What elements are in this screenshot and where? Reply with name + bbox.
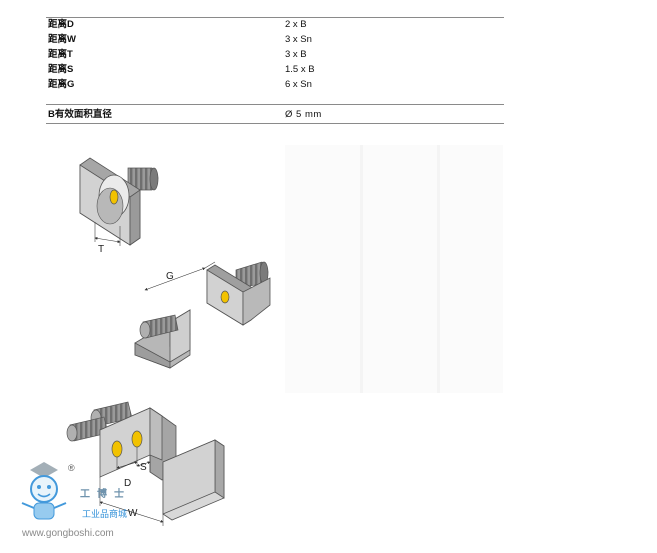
table-mid-rule [46, 104, 504, 105]
sensor-face-icon [111, 440, 123, 458]
dimension-d-label: D [124, 478, 131, 489]
sensor-face-icon [220, 290, 230, 304]
dimension-w-label: W [128, 508, 138, 519]
row-label-t: 距离T [48, 49, 73, 60]
row-label-d: 距离D [48, 19, 74, 30]
row-label-s: 距离S [48, 64, 74, 75]
screw-thread-icon [127, 167, 159, 191]
row-value-s: 1.5 x B [285, 64, 315, 75]
diagram-opposed-mount: G [134, 261, 271, 369]
table-bottom-rule [46, 123, 504, 124]
screw-thread-icon [139, 314, 179, 339]
watermark-mascot-icon [21, 462, 67, 520]
screw-thread-icon [66, 416, 109, 442]
sensor-face-icon [131, 430, 143, 448]
diagram-side-by-side-mount: D S W [66, 401, 225, 526]
sensor-face-icon [109, 189, 119, 205]
blank-panel [285, 145, 503, 393]
watermark-url[interactable]: www.gongboshi.com [22, 528, 114, 539]
row-label-g: 距离G [48, 79, 75, 90]
watermark-registered: ® [68, 463, 75, 473]
row-value-w: 3 x Sn [285, 34, 312, 45]
diameter-label: B有效面积直径 [48, 109, 112, 120]
row-value-t: 3 x B [285, 49, 307, 60]
row-value-g: 6 x Sn [285, 79, 312, 90]
watermark-tagline: 工业品商城 [82, 509, 128, 519]
screw-thread-icon [235, 261, 269, 289]
diagram-flush-mount: T [79, 157, 159, 255]
row-value-d: 2 x B [285, 19, 307, 30]
watermark-brand: 工博士 [80, 489, 131, 500]
dimension-g-label: G [166, 271, 174, 282]
table-top-rule [46, 17, 504, 18]
dimension-t-label: T [98, 244, 104, 255]
row-label-w: 距离W [48, 34, 76, 45]
dimension-s-label: S [140, 462, 147, 473]
diameter-value: Ø 5 mm [285, 109, 322, 120]
